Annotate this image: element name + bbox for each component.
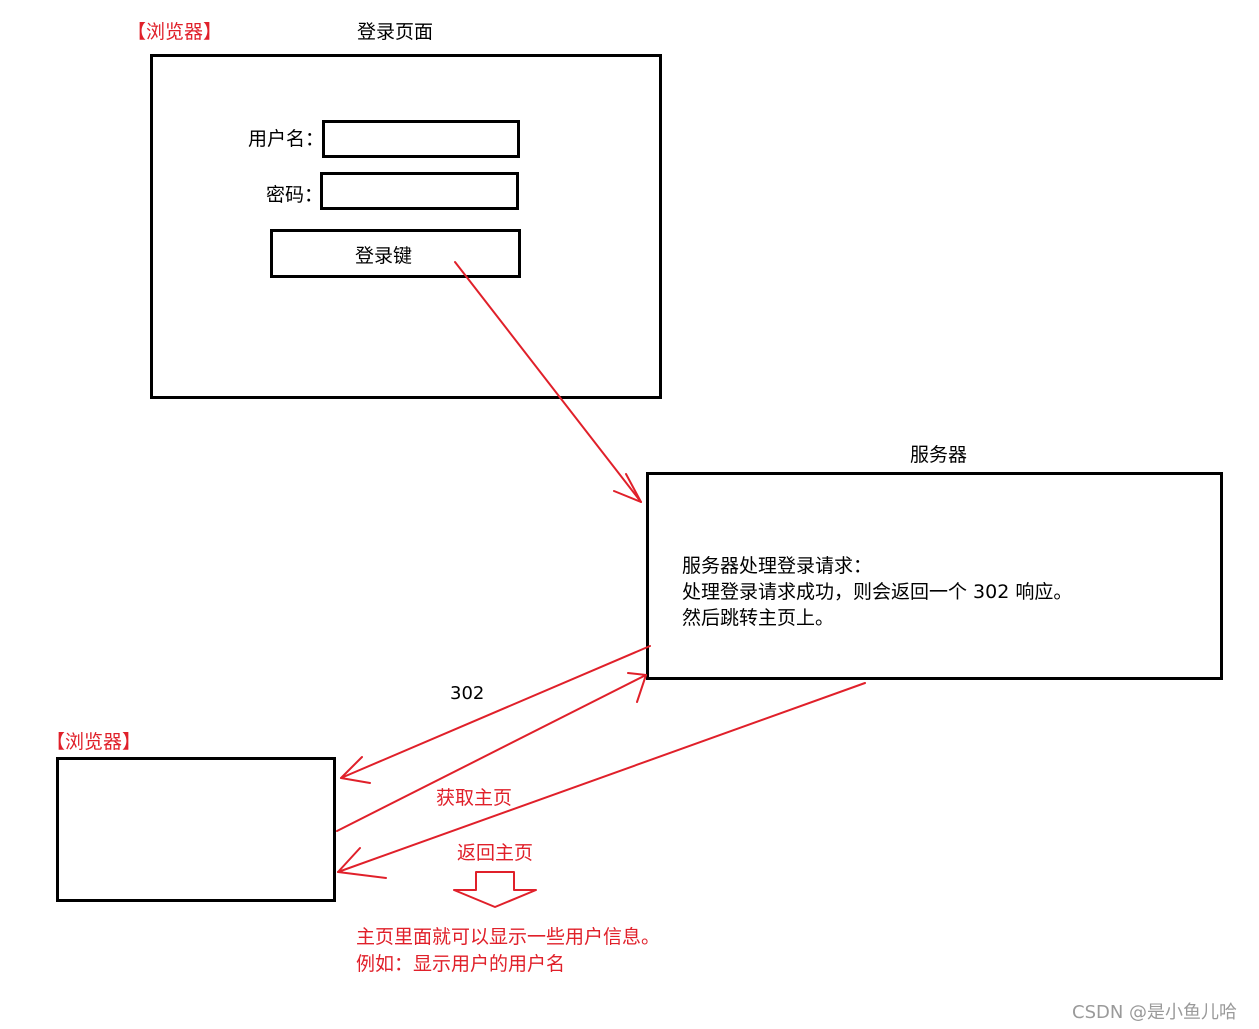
server-line-3: 然后跳转主页上。 xyxy=(682,607,835,629)
return-home-arrowhead xyxy=(337,847,387,879)
login-page-title: 登录页面 xyxy=(357,21,434,43)
return-home-arrow xyxy=(337,682,866,873)
login-button[interactable]: 登录键 xyxy=(270,229,521,278)
server-line-1: 服务器处理登录请求： xyxy=(682,555,873,577)
username-field[interactable] xyxy=(322,120,520,158)
server-description: 服务器处理登录请求： 处理登录请求成功，则会返回一个 302 响应。 然后跳转主… xyxy=(682,553,1072,631)
login-request-arrowhead xyxy=(613,473,642,503)
username-label: 用户名： xyxy=(248,128,325,150)
password-field[interactable] xyxy=(320,172,519,210)
redirect-302-arrowhead xyxy=(340,756,371,784)
redirect-302-label: 302 xyxy=(450,683,485,704)
password-label: 密码： xyxy=(266,184,324,206)
redirect-302-arrow xyxy=(340,645,651,779)
get-home-arrowhead xyxy=(627,672,647,703)
server-title: 服务器 xyxy=(910,444,968,466)
down-block-arrow xyxy=(453,871,537,908)
login-button-label: 登录键 xyxy=(355,245,413,267)
server-box xyxy=(646,472,1223,680)
watermark: CSDN @是小鱼儿哈 xyxy=(1072,1002,1238,1023)
bottom-browser-tag: 【浏览器】 xyxy=(46,731,142,753)
note-line-2: 例如：显示用户的用户名 xyxy=(356,953,566,975)
get-home-label: 获取主页 xyxy=(436,787,513,809)
note-line-1: 主页里面就可以显示一些用户信息。 xyxy=(356,926,661,948)
server-line-2: 处理登录请求成功，则会返回一个 302 响应。 xyxy=(682,581,1073,603)
home-page-note: 主页里面就可以显示一些用户信息。 例如：显示用户的用户名 xyxy=(356,924,660,978)
login-page-box xyxy=(150,54,662,399)
top-browser-tag: 【浏览器】 xyxy=(127,21,223,43)
bottom-browser-box xyxy=(56,757,336,902)
return-home-label: 返回主页 xyxy=(457,842,534,864)
